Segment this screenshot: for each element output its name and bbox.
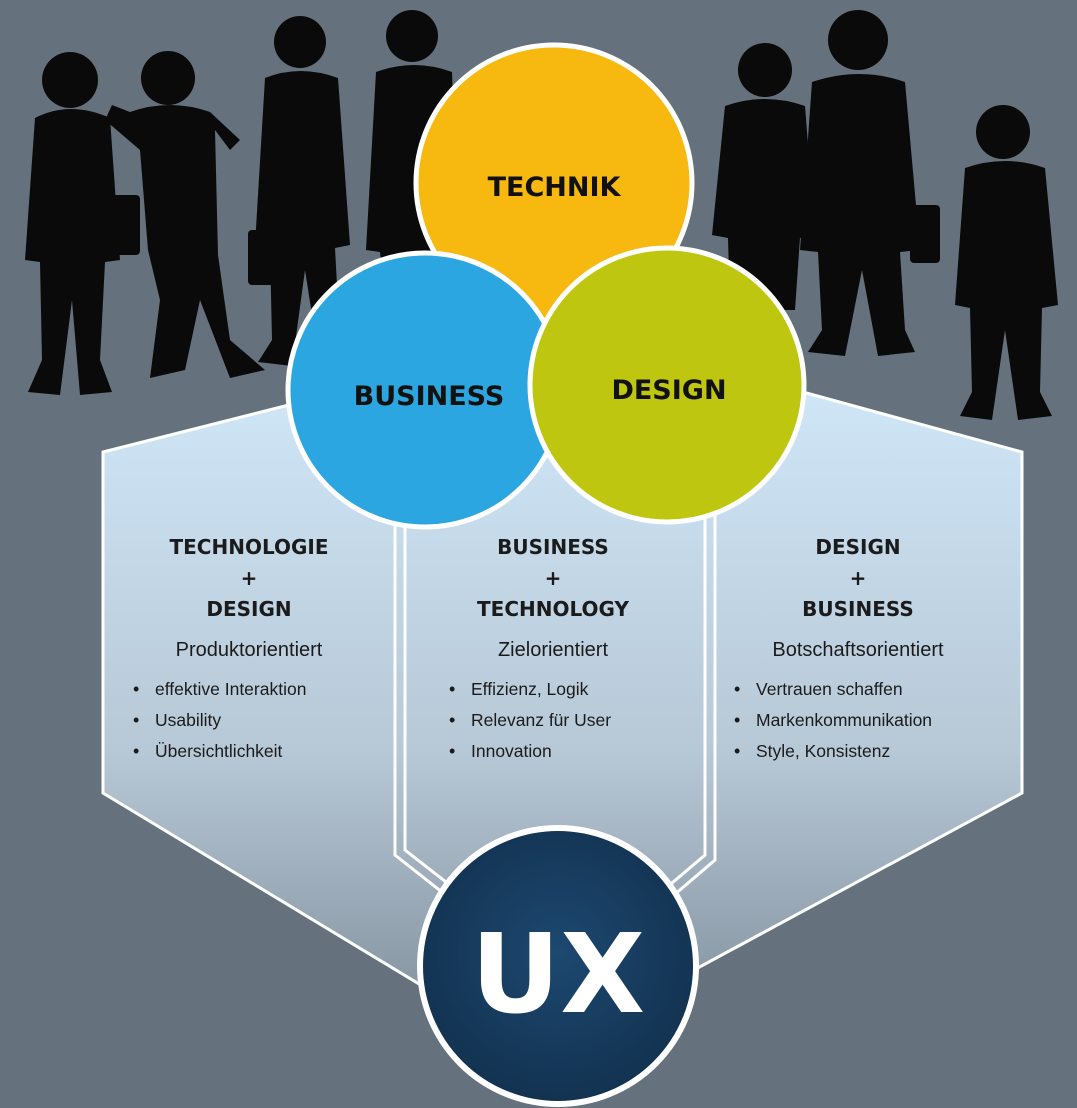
title-plus: + <box>240 566 258 590</box>
column-subtitle: Zielorientiert <box>497 639 609 661</box>
list-item: effektive Interaktion <box>125 674 373 705</box>
label-ux: UX <box>471 910 645 1038</box>
title-plus: + <box>544 566 562 590</box>
list-item: Effizienz, Logik <box>441 674 677 705</box>
bullet-list: Effizienz, Logik Relevanz für User Innov… <box>441 674 677 767</box>
silhouette-person-5 <box>712 43 815 310</box>
list-item: Innovation <box>441 736 677 767</box>
label-design: DESIGN <box>611 375 726 406</box>
list-item: Markenkommunikation <box>726 705 982 736</box>
column-design-business: DESIGN + BUSINESS Botschaftsorientiert V… <box>734 532 982 767</box>
title-line-1: DESIGN <box>815 535 901 559</box>
column-subtitle: Produktorientiert <box>175 639 323 661</box>
column-title: DESIGN + BUSINESS <box>734 532 982 625</box>
label-technik: TECHNIK <box>488 172 622 203</box>
column-title: BUSINESS + TECHNOLOGY <box>429 532 677 625</box>
title-line-2: TECHNOLOGY <box>477 597 629 621</box>
list-item: Übersichtlichkeit <box>125 736 373 767</box>
silhouette-person-7 <box>955 105 1058 420</box>
circle-ux <box>417 825 699 1107</box>
silhouette-person-6 <box>800 10 940 356</box>
silhouette-person-2 <box>105 51 265 378</box>
title-plus: + <box>849 566 867 590</box>
venn-circles: TECHNIK BUSINESS DESIGN <box>285 42 807 530</box>
column-business-technology: BUSINESS + TECHNOLOGY Zielorientiert Eff… <box>429 532 677 767</box>
circle-design <box>527 245 807 525</box>
list-item: Style, Konsistenz <box>726 736 982 767</box>
bullet-list: effektive Interaktion Usability Übersich… <box>125 674 373 767</box>
title-line-1: BUSINESS <box>497 535 609 559</box>
title-line-1: TECHNOLOGIE <box>169 535 329 559</box>
title-line-2: BUSINESS <box>802 597 914 621</box>
ux-badge: UX <box>417 825 699 1107</box>
column-title: TECHNOLOGIE + DESIGN <box>125 532 373 625</box>
people-silhouettes-icon <box>25 10 1058 420</box>
silhouette-person-1 <box>25 52 140 395</box>
list-item: Usability <box>125 705 373 736</box>
label-business: BUSINESS <box>354 381 505 412</box>
column-technologie-design: TECHNOLOGIE + DESIGN Produktorientiert e… <box>125 532 373 767</box>
title-line-2: DESIGN <box>206 597 292 621</box>
bullet-list: Vertrauen schaffen Markenkommunikation S… <box>726 674 982 767</box>
list-item: Relevanz für User <box>441 705 677 736</box>
column-subtitle: Botschaftsorientiert <box>772 639 944 661</box>
list-item: Vertrauen schaffen <box>726 674 982 705</box>
